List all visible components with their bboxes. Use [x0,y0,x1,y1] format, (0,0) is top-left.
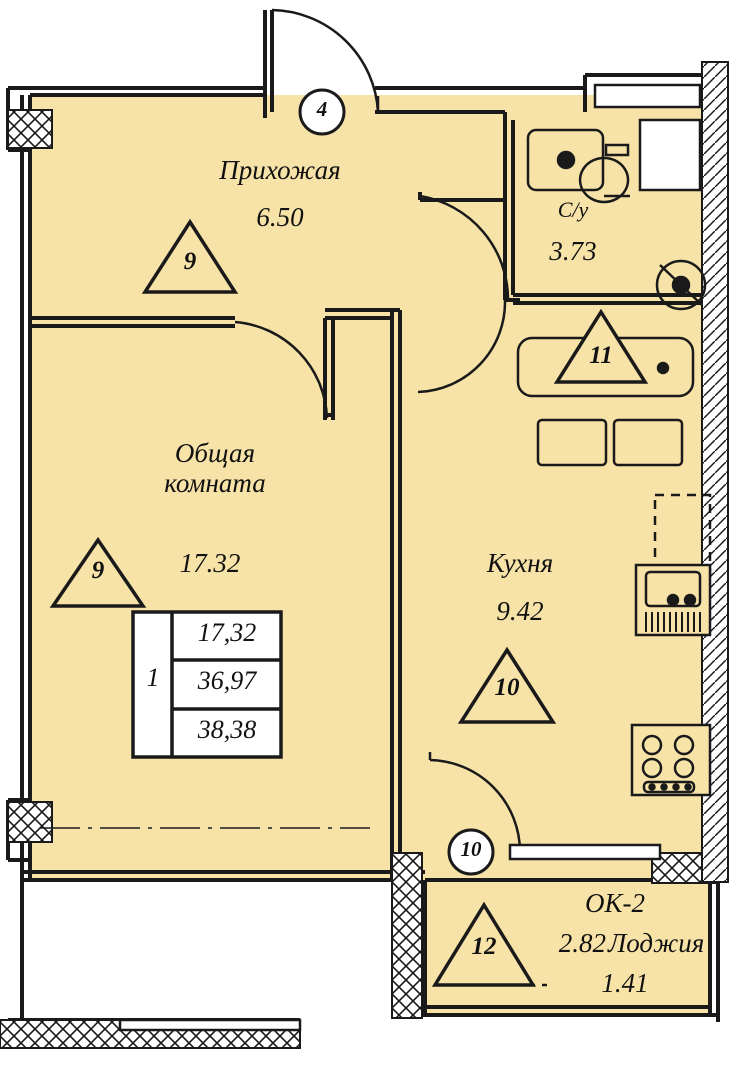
marker-label-living: 9 [91,557,105,584]
room-area-hallway: 6.50 [256,202,304,232]
marker-kitchen [457,646,557,724]
marker-living [49,536,147,608]
marker-hallway [141,218,239,294]
loggia-code: ОК-2 [585,888,645,918]
summary-table-frame [131,610,283,759]
door-marker-circles [298,88,495,876]
door-marker-label-4: 4 [316,97,328,121]
room-area-wc: 3.73 [549,236,597,266]
marker-label-hallway: 9 [183,248,197,275]
summary-row-2: 36,97 [197,666,257,695]
room-name-hallway: Прихожая [219,155,341,185]
door-marker-4 [298,88,346,136]
room-area-loggia: 1.41 [601,968,649,998]
marker-label-kitchen: 10 [494,674,520,701]
door-swing [234,8,522,853]
summary-apartment-type: 1 [146,663,160,692]
room-name-kitchen: Кухня [486,548,554,578]
room-area-living: 17.32 [179,548,241,578]
room-area-kitchen: 9.42 [496,596,544,626]
room-name-living: Общая комната [164,438,266,499]
marker-loggia [431,901,537,987]
summary-row-1: 17,32 [197,618,257,647]
door-marker-10 [447,828,495,876]
room-marker-triangles [49,218,649,987]
window [118,83,702,1032]
room-name-wc: С/у [557,197,589,222]
room-name-loggia: Лоджия [608,928,705,958]
loggia-code-area: 2.82 [558,928,606,958]
kitchen-equipment [630,493,712,797]
marker-label-loggia: 12 [471,933,497,960]
door-marker-label-10: 10 [460,837,482,861]
wc-fixtures [526,128,707,311]
summary-row-3: 38,38 [197,715,257,744]
marker-label-bathroom: 11 [589,342,613,369]
marker-bathroom [553,308,649,384]
